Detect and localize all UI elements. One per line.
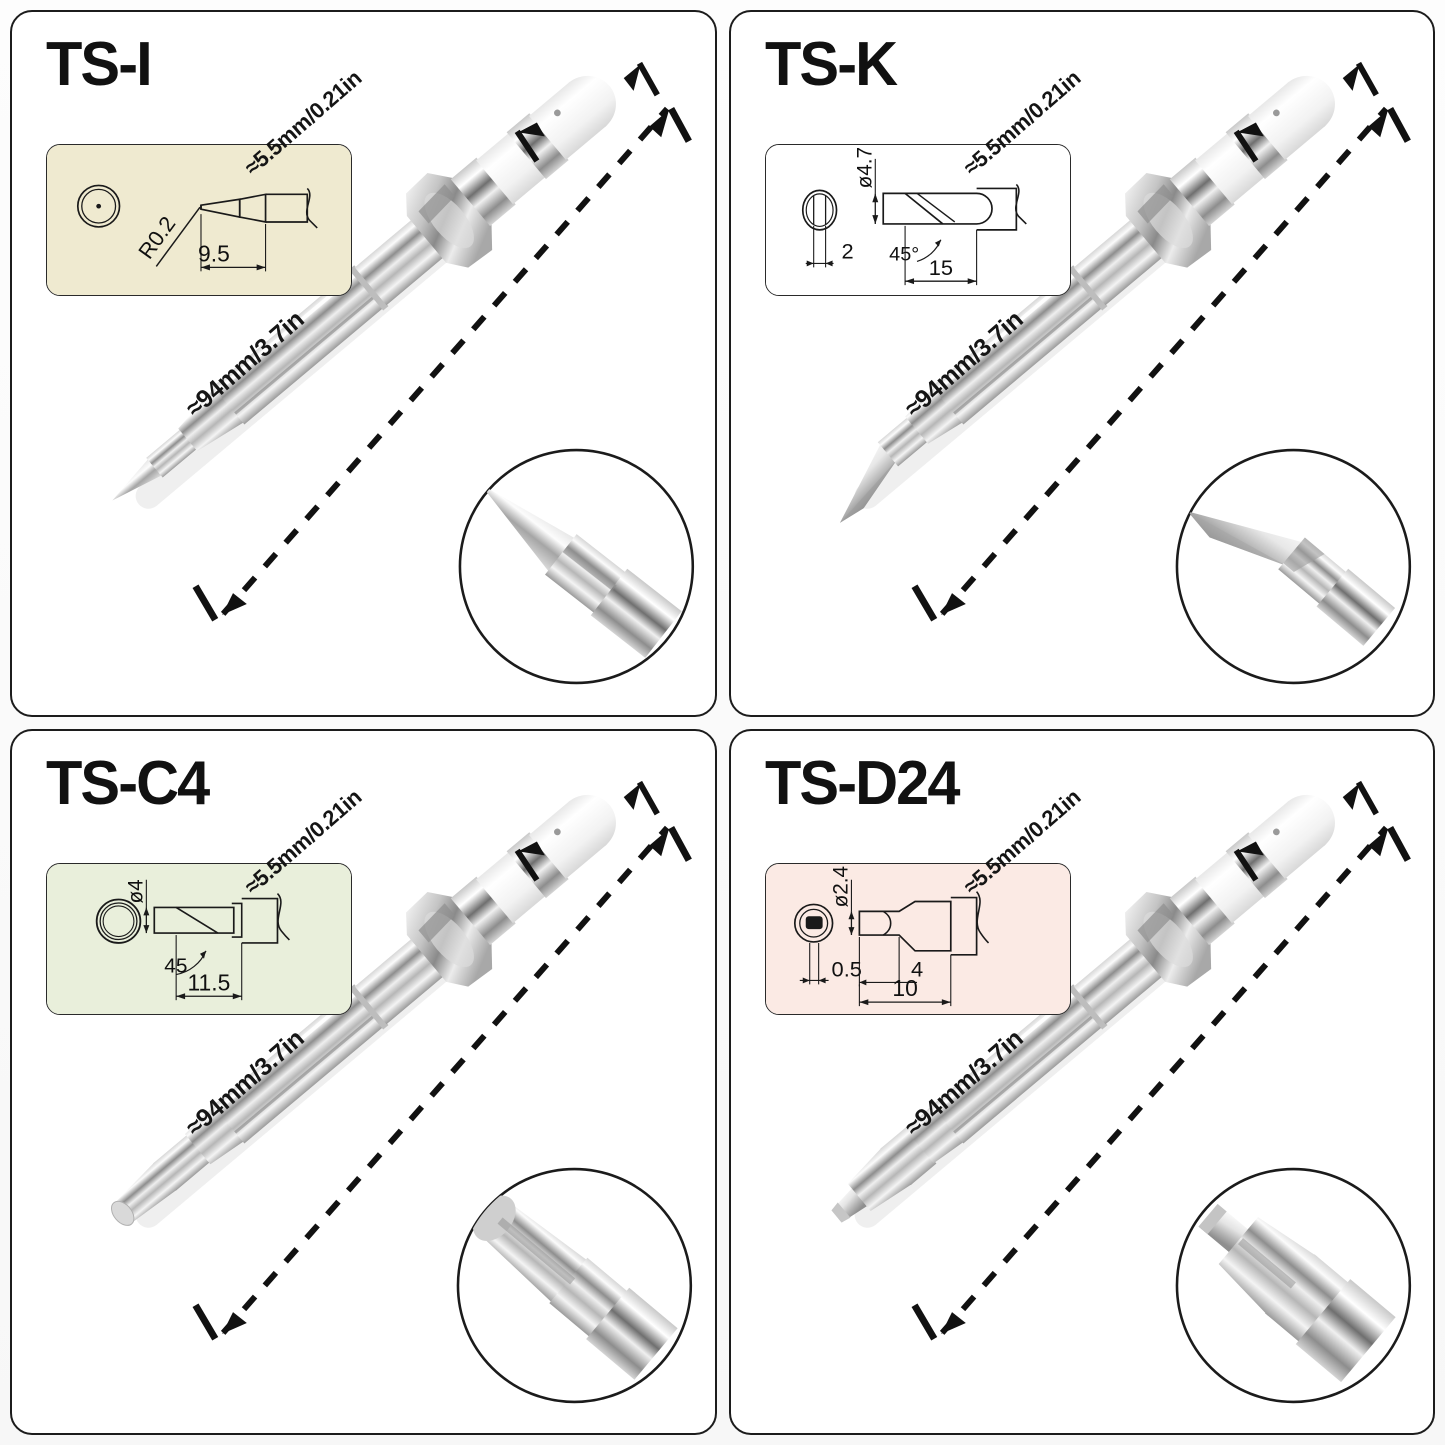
panel-title-ts-c4: TS-C4 — [46, 748, 210, 818]
panel-title-ts-i: TS-I — [46, 30, 153, 99]
spec-bg-ts-d24 — [765, 863, 1070, 1014]
spec-bg-ts-c4 — [47, 863, 351, 1014]
spec-text-2: 2 — [841, 239, 853, 264]
product-photo-ts-k — [731, 12, 1434, 715]
product-panel-ts-d24[interactable]: TS-D24 — [728, 728, 1435, 1435]
spec-text-15: 15 — [928, 255, 952, 280]
product-panel-ts-i[interactable]: TS-I — [10, 10, 717, 717]
spec-text-d4: ø4 — [124, 879, 147, 903]
spec-diagram-ts-k: ø4.7 2 45° — [764, 144, 1071, 296]
product-panel-ts-k[interactable]: TS-K — [728, 10, 1435, 717]
spec-text-05: 0.5 — [831, 956, 861, 981]
spec-diagram-ts-d24: ø2.4 0.5 4 — [764, 862, 1071, 1015]
panel-title-ts-d24: TS-D24 — [764, 748, 960, 818]
spec-bg-ts-k — [765, 145, 1070, 295]
spec-text-115: 11.5 — [188, 969, 231, 995]
product-photo-ts-i — [12, 12, 715, 715]
spec-text-d47: ø4.7 — [853, 147, 876, 188]
spec-text-45deg: 45° — [889, 244, 919, 266]
spec-text-4: 4 — [911, 956, 923, 981]
product-panel-ts-c4[interactable]: TS-C4 — [10, 728, 717, 1435]
product-photo-ts-d24 — [731, 731, 1434, 1434]
spec-text-d24: ø2.4 — [829, 865, 852, 906]
spec-text-95: 9.5 — [198, 241, 230, 267]
spec-diagram-ts-c4: ø4 45 11.5 — [46, 862, 352, 1015]
spec-bg-ts-i — [47, 145, 351, 295]
spec-text-10: 10 — [892, 975, 917, 1001]
panel-title-ts-k: TS-K — [764, 30, 898, 99]
spec-diagram-ts-i: R0.2 9.5 — [46, 144, 352, 296]
product-photo-ts-c4 — [12, 731, 715, 1434]
